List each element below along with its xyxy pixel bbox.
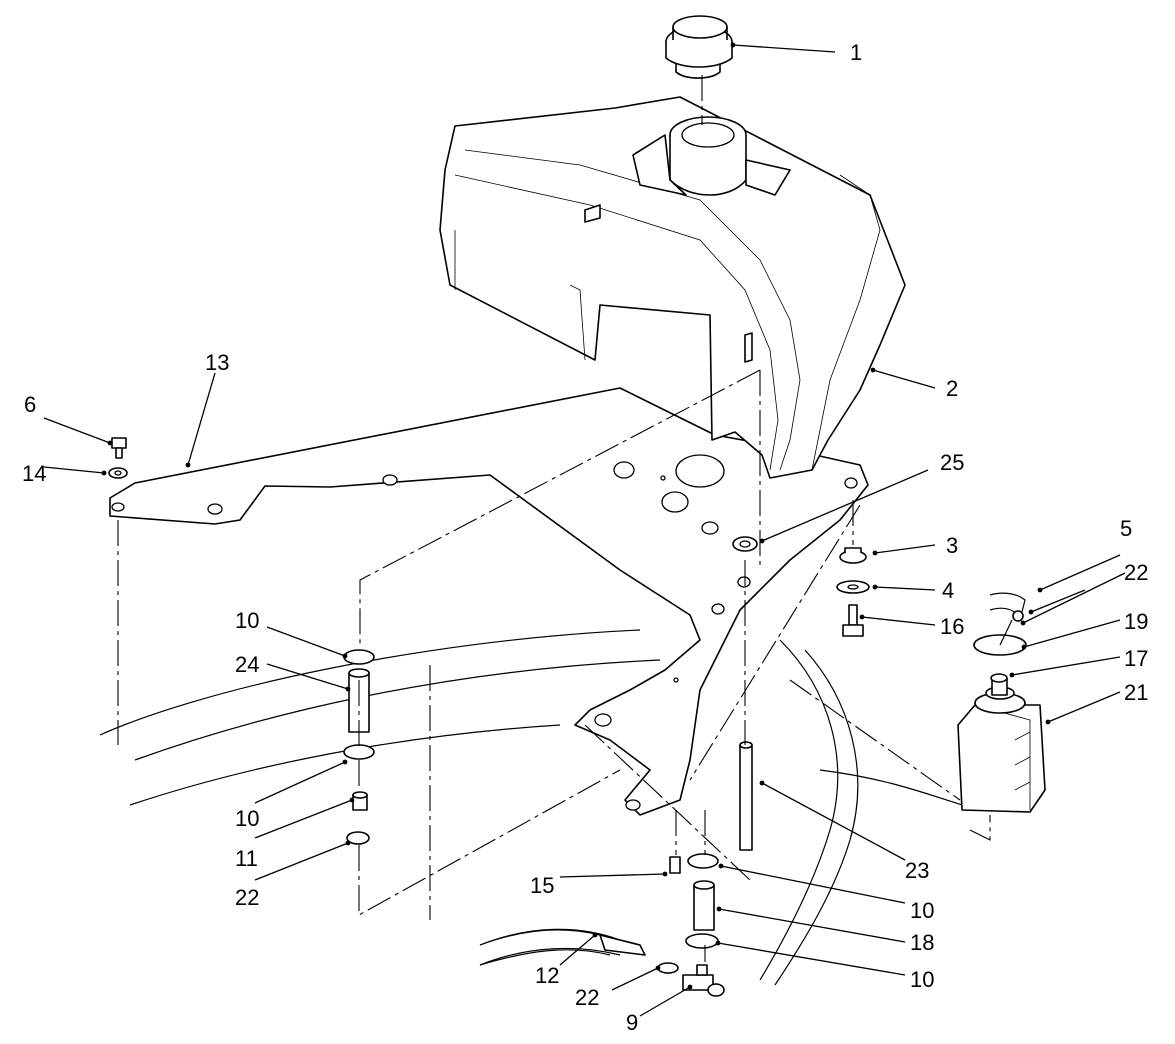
bolt-and-washer-left — [108, 437, 128, 479]
callout-11: 11 — [235, 846, 258, 871]
callout-10-bottom-left: 10 — [235, 806, 259, 831]
callout-21: 21 — [1124, 680, 1148, 705]
callout-22-left: 22 — [235, 885, 259, 910]
tank-mounting-plate — [109, 387, 869, 816]
callout-1: 1 — [850, 40, 862, 65]
callout-9: 9 — [626, 1010, 638, 1035]
fuel-cap — [665, 15, 733, 79]
callout-3: 3 — [946, 533, 958, 558]
callout-22-right: 22 — [1124, 560, 1148, 585]
callout-12: 12 — [535, 963, 559, 988]
callout-13: 13 — [205, 350, 229, 375]
callout-25: 25 — [940, 450, 964, 475]
callout-5: 5 — [1120, 516, 1132, 541]
callout-10-top-left: 10 — [235, 608, 259, 633]
left-hose-assembly — [343, 649, 375, 845]
hardware-stack-right — [836, 547, 870, 637]
frame-outline — [99, 629, 981, 986]
callout-10-bottom-lower: 10 — [910, 967, 934, 992]
callout-24: 24 — [235, 652, 259, 677]
callout-17: 17 — [1124, 646, 1148, 671]
assembly-centerlines — [117, 75, 991, 962]
fuel-filter-bottle — [957, 673, 1046, 813]
fuel-line — [739, 741, 753, 851]
callout-22-bottom: 22 — [575, 985, 599, 1010]
callout-10-bottom-upper: 10 — [910, 898, 934, 923]
callout-16: 16 — [940, 614, 964, 639]
filter-cap-and-line — [973, 592, 1027, 656]
callout-14: 14 — [22, 461, 46, 486]
callout-15: 15 — [530, 873, 554, 898]
callout-2: 2 — [946, 376, 958, 401]
callout-6: 6 — [24, 392, 36, 417]
callout-18: 18 — [910, 930, 934, 955]
callout-4: 4 — [942, 578, 954, 603]
callout-19: 19 — [1124, 609, 1148, 634]
grommet — [732, 536, 758, 552]
leader-lines — [43, 42, 1126, 1017]
bottom-hose-assembly — [479, 853, 725, 997]
callout-labels: 1 2 3 4 5 6 9 10 10 10 10 11 12 13 14 15… — [22, 40, 1148, 1035]
fuel-tank — [439, 96, 906, 479]
callout-23: 23 — [905, 858, 929, 883]
